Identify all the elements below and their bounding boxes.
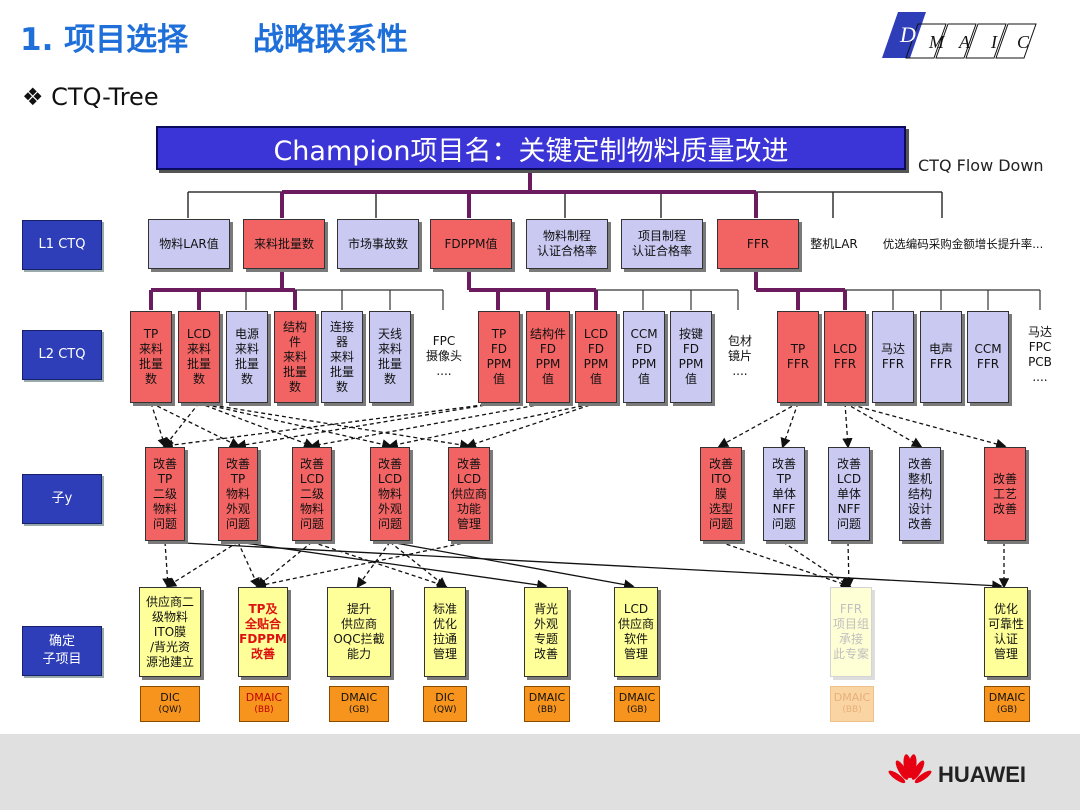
l1-text-item: 整机LAR xyxy=(810,236,858,251)
method-belt: (BB) xyxy=(254,705,274,715)
l2-node: 按键 FD PPM 值 xyxy=(670,311,712,403)
solid-arrows xyxy=(164,541,1003,591)
method-badge: DIC (QW) xyxy=(140,686,200,722)
project-node: 优化 可靠性 认证 管理 xyxy=(984,587,1028,677)
highlight-path xyxy=(149,170,847,310)
method-name: DMAIC xyxy=(245,691,283,704)
l2-node: 结构件 FD PPM 值 xyxy=(526,311,570,403)
project-node: LCD 供应商 软件 管理 xyxy=(614,587,658,677)
l2-node: CCM FFR xyxy=(967,311,1009,403)
method-badge-faded: DMAIC (BB) xyxy=(830,686,874,722)
project-node-highlight: TP及 全贴合 FDPPM 改善 xyxy=(238,587,288,677)
project-node: 供应商二 级物料 ITO膜 /背光资 源池建立 xyxy=(139,587,201,677)
l2-node: TP FFR xyxy=(777,311,819,403)
l2-node: CCM FD PPM 值 xyxy=(623,311,665,403)
huawei-wordmark: HUAWEI xyxy=(938,762,1026,787)
ctq-flow-down-label: CTQ Flow Down xyxy=(918,156,1044,175)
method-belt: (QW) xyxy=(433,705,457,715)
l2-node: 结构 件 来料 批量 数 xyxy=(274,311,316,403)
sub-y-node: 改善 工艺 改善 xyxy=(984,447,1026,541)
project-node-faded: FFR 项目组 承接 此专案 xyxy=(830,587,872,677)
l1-node: 物料LAR值 xyxy=(148,219,230,269)
level-l1-ctq: L1 CTQ xyxy=(22,220,102,270)
l2-text-item: 包材 镜片 .... xyxy=(727,333,752,378)
sub-y-node: 改善 LCD 二级 物料 问题 xyxy=(292,447,332,541)
logo-letter: C xyxy=(1017,32,1030,52)
l2-node: 马达 FFR xyxy=(872,311,914,403)
champion-project-box: Champion项目名：关键定制物料质量改进 xyxy=(156,126,906,170)
sub-y-node: 改善 TP 二级 物料 问题 xyxy=(145,447,185,541)
method-belt: (BB) xyxy=(537,705,557,715)
l2-node: LCD 来料 批量 数 xyxy=(178,311,220,403)
l1-node-highlight: 来料批量数 xyxy=(243,219,325,269)
method-name: DMAIC xyxy=(988,691,1026,704)
l2-node: TP FD PPM 值 xyxy=(478,311,520,403)
method-belt: (GB) xyxy=(348,705,370,715)
method-badge: DMAIC (GB) xyxy=(614,686,660,722)
logo-letter: A xyxy=(958,32,971,52)
l1-node: 市场事故数 xyxy=(337,219,419,269)
l2-node: 连接 器 来料 批量 数 xyxy=(321,311,363,403)
level-sub-y: 子y xyxy=(22,474,102,524)
method-belt: (QW) xyxy=(158,705,182,715)
page-title: 1. 项目选择 战略联系性 xyxy=(20,22,408,58)
project-node: 背光 外观 专题 改善 xyxy=(524,587,568,677)
method-belt: (GB) xyxy=(626,705,648,715)
l2-to-y-arrows xyxy=(150,402,1007,451)
method-name: DMAIC xyxy=(618,691,656,704)
project-node: 标准 优化 拉通 管理 xyxy=(424,587,466,677)
project-node: 提升 供应商 OQC拦截 能力 xyxy=(327,587,391,677)
logo-letter: D xyxy=(899,22,916,47)
l2-node: LCD FD PPM 值 xyxy=(575,311,617,403)
l2-node: 电声 FFR xyxy=(920,311,962,403)
l1-node: 项目制程 认证合格率 xyxy=(621,219,703,269)
l1-text-item: 优选编码采购金额增长提升率... xyxy=(882,236,1044,251)
sub-y-node: 改善 TP 单体 NFF 问题 xyxy=(763,447,805,541)
level-l2-ctq: L2 CTQ xyxy=(22,330,102,380)
logo-letter: I xyxy=(990,32,998,52)
method-name: DMAIC xyxy=(340,691,378,704)
method-badge: DMAIC (BB) xyxy=(239,686,289,722)
l2-node: 天线 来料 批量 数 xyxy=(369,311,411,403)
method-name: DMAIC xyxy=(528,691,566,704)
logo-letter: M xyxy=(928,32,945,52)
method-name: DIC xyxy=(435,691,455,704)
l1-node: 物料制程 认证合格率 xyxy=(526,219,608,269)
l2-node: 电源 来料 批量 数 xyxy=(226,311,268,403)
sub-y-node: 改善 LCD 单体 NFF 问题 xyxy=(828,447,870,541)
method-name: DMAIC xyxy=(833,691,871,704)
l2-text-item: 马达 FPC PCB .... xyxy=(1027,325,1052,384)
sub-y-node: 改善 LCD 供应商 功能 管理 xyxy=(448,447,490,541)
l1-node-highlight: FFR xyxy=(717,219,799,269)
method-badge: DIC (QW) xyxy=(423,686,467,722)
l2-connectors xyxy=(245,289,1041,310)
sub-y-node: 改善 TP 物料 外观 问题 xyxy=(218,447,258,541)
ctq-tree-heading: ❖ CTQ-Tree xyxy=(22,83,159,111)
method-badge: DMAIC (BB) xyxy=(524,686,570,722)
huawei-petal-icon xyxy=(888,754,932,784)
sub-y-node: 改善 LCD 物料 外观 问题 xyxy=(370,447,410,541)
method-name: DIC xyxy=(160,691,180,704)
method-badge: DMAIC (GB) xyxy=(984,686,1030,722)
method-badge: DMAIC (GB) xyxy=(329,686,389,722)
method-belt: (GB) xyxy=(996,705,1018,715)
huawei-logo: HUAWEI xyxy=(888,752,1058,796)
sub-y-node: 改善 整机 结构 设计 改善 xyxy=(899,447,941,541)
sub-y-node: 改善 ITO 膜 选型 问题 xyxy=(700,447,742,541)
dmaic-logo: D M A I C xyxy=(882,12,1037,59)
l2-text-item: FPC 摄像头 .... xyxy=(425,333,462,378)
l2-node: TP 来料 批量 数 xyxy=(130,311,172,403)
l1-node-highlight: FDPPM值 xyxy=(430,219,512,269)
level-sub-project: 确定 子项目 xyxy=(22,626,102,676)
method-belt: (BB) xyxy=(842,705,862,715)
l2-node: LCD FFR xyxy=(824,311,866,403)
